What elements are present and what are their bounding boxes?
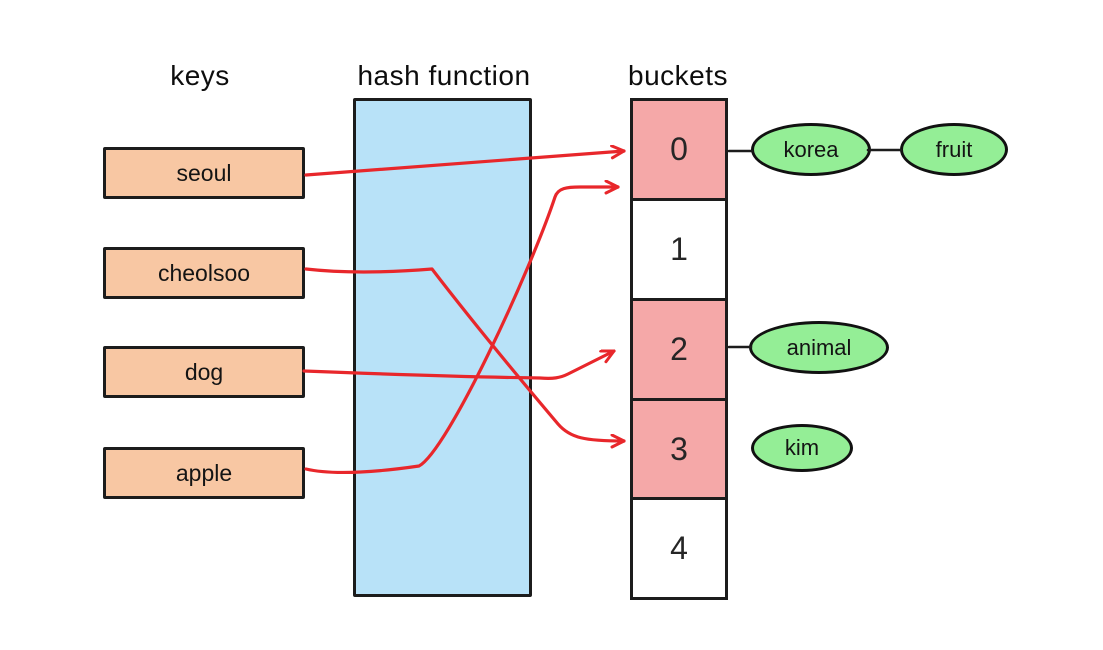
bucket-index-1: 1 <box>670 231 688 267</box>
key-box-cheolsoo: cheolsoo <box>103 247 305 299</box>
value-node-animal: animal <box>749 321 889 374</box>
key-box-dog: dog <box>103 346 305 398</box>
key-label-cheolsoo: cheolsoo <box>157 259 251 286</box>
bucket-index-3: 3 <box>670 430 688 467</box>
bucket-index-0: 0 <box>670 131 688 167</box>
value-label-korea: korea <box>783 136 839 162</box>
key-label-apple: apple <box>175 459 233 486</box>
key-box-seoul: seoul <box>103 147 305 199</box>
bucket-cell-3: 3 <box>630 398 728 500</box>
value-label-kim: kim <box>784 435 820 460</box>
value-node-kim: kim <box>751 424 853 472</box>
bucket-cell-1: 1 <box>630 198 728 301</box>
key-label-dog: dog <box>184 358 224 385</box>
bucket-cell-4: 4 <box>630 497 728 600</box>
key-box-apple: apple <box>103 447 305 499</box>
bucket-index-2: 2 <box>670 331 688 367</box>
hash-function-column-label: hash function <box>357 60 531 91</box>
bucket-index-4: 4 <box>670 530 688 566</box>
value-label-fruit: fruit <box>935 136 973 162</box>
keys-column-label: keys <box>170 60 230 91</box>
value-node-korea: korea <box>751 123 871 176</box>
value-label-animal: animal <box>786 334 852 360</box>
bucket-cell-2: 2 <box>630 298 728 401</box>
buckets-column-label: buckets <box>628 60 728 91</box>
value-node-fruit: fruit <box>900 123 1008 176</box>
hash-function-box <box>353 98 532 597</box>
bucket-cell-0: 0 <box>630 98 728 201</box>
key-label-seoul: seoul <box>176 159 232 186</box>
